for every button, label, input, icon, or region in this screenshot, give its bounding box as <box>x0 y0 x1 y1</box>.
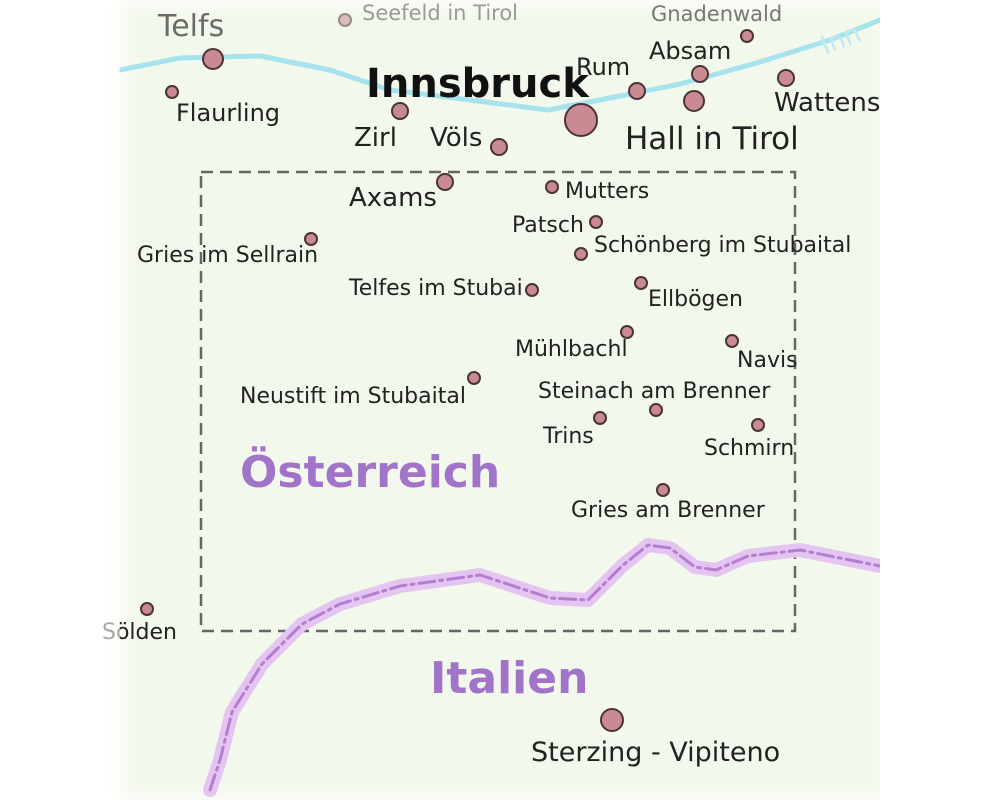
city-label-telfes: Telfes im Stubai <box>348 276 523 301</box>
city-label-zirl: Zirl <box>354 123 397 153</box>
city-dot-innsbruck <box>564 103 598 137</box>
city-label-steinach: Steinach am Brenner <box>538 379 771 404</box>
city-label-mutters: Mutters <box>565 179 649 204</box>
country-label-austria: Österreich <box>240 445 500 498</box>
city-dot-muehlbachl <box>620 325 634 339</box>
city-label-innsbruck: Innsbruck <box>366 61 590 107</box>
city-dot-rum <box>628 82 646 100</box>
city-label-ellboegen: Ellbögen <box>648 287 743 312</box>
city-dot-sterzing <box>600 708 624 732</box>
city-label-wattens: Wattens <box>774 88 880 118</box>
national-border <box>203 538 887 797</box>
city-dot-axams <box>436 173 454 191</box>
city-label-gnadenwald: Gnadenwald <box>651 2 782 26</box>
city-label-sterzing: Sterzing - Vipiteno <box>531 737 780 768</box>
city-dot-absam <box>691 65 709 83</box>
city-dot-gnadenwald <box>740 29 754 43</box>
city-dot-patsch <box>589 215 603 229</box>
city-dot-neustift <box>467 371 481 385</box>
city-dot-steinach <box>649 403 663 417</box>
city-labels: Telfs Seefeld in Tirol Gnadenwald Absam … <box>102 1 880 768</box>
city-label-axams: Axams <box>349 183 437 213</box>
stubai-region-frame <box>199 170 797 633</box>
city-markers <box>140 13 795 732</box>
city-label-neustift: Neustift im Stubaital <box>240 384 466 409</box>
city-label-flaurling: Flaurling <box>176 99 280 127</box>
country-label-italy: Italien <box>430 653 588 704</box>
city-dot-ellboegen <box>634 276 648 290</box>
city-dot-schoenberg <box>574 247 588 261</box>
city-dot-gries-brenner <box>656 483 670 497</box>
city-dot-navis <box>725 334 739 348</box>
city-dot-zirl <box>391 102 409 120</box>
city-label-muehlbachl: Mühlbachl <box>515 337 628 362</box>
city-label-absam: Absam <box>649 37 731 65</box>
city-label-hall: Hall in Tirol <box>625 121 799 157</box>
city-dot-seefeld <box>338 13 352 27</box>
city-dot-wattens <box>777 69 795 87</box>
city-dot-flaurling <box>165 85 179 99</box>
city-dot-gries-sellrain <box>304 232 318 246</box>
city-label-voels: Völs <box>430 123 482 153</box>
city-dot-mutters <box>545 180 559 194</box>
city-dot-trins <box>593 411 607 425</box>
city-label-schoenberg: Schönberg im Stubaital <box>594 233 851 258</box>
city-dot-hall <box>683 90 705 112</box>
city-label-telfs: Telfs <box>157 9 224 44</box>
city-label-patsch: Patsch <box>512 213 584 238</box>
city-label-seefeld: Seefeld in Tirol <box>362 1 518 25</box>
city-label-gries-brenner: Gries am Brenner <box>571 498 766 523</box>
city-label-trins: Trins <box>542 424 594 449</box>
city-dot-voels <box>490 138 508 156</box>
city-dot-soelden <box>140 602 154 616</box>
city-dot-schmirn <box>751 418 765 432</box>
city-label-navis: Navis <box>737 348 798 373</box>
city-dot-telfes <box>525 283 539 297</box>
city-label-schmirn: Schmirn <box>704 436 794 461</box>
city-dot-telfs <box>202 48 224 70</box>
city-label-gries-sellrain: Gries im Sellrain <box>137 243 318 268</box>
city-label-rum: Rum <box>576 53 630 81</box>
